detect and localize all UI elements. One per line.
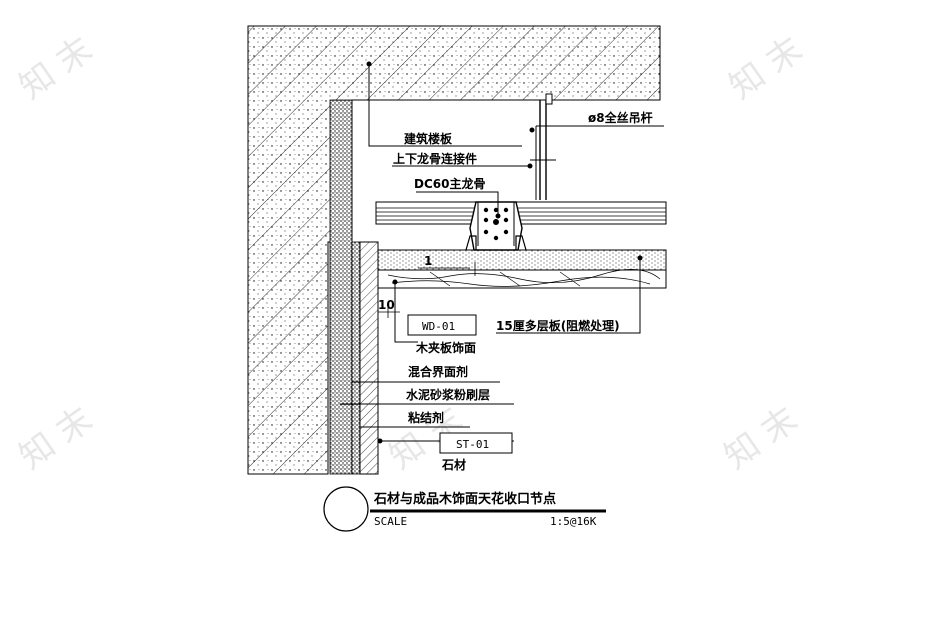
label-connector: 上下龙骨连接件 xyxy=(393,151,477,166)
drawing-title: 石材与成品木饰面天花收口节点 xyxy=(373,491,556,507)
label-interface-agent: 混合界面剂 xyxy=(408,364,468,379)
wood-veneer-layer xyxy=(377,269,667,289)
keel-connector xyxy=(465,201,527,251)
leader-lines xyxy=(340,61,664,444)
label-cement-mortar: 水泥砂浆粉刷层 xyxy=(406,387,490,402)
label-multilayer-board: 15厘多层板(阻燃处理) xyxy=(496,318,620,333)
svg-text:知 末: 知 末 xyxy=(12,399,100,477)
tag-wd-box xyxy=(407,314,477,336)
dimension-10-text: 10 xyxy=(378,298,395,312)
label-main-keel: DC60主龙骨 xyxy=(414,176,485,191)
label-building-slab: 建筑楼板 xyxy=(403,131,453,146)
scale-value: 1:5@16K xyxy=(550,515,597,528)
dimension-1: 1 xyxy=(418,254,476,276)
svg-text:知 末: 知 末 xyxy=(12,29,100,107)
title-block: 石材与成品木饰面天花收口节点 SCALE 1:5@16K xyxy=(323,486,606,532)
label-hanger-rod: ø8全丝吊杆 xyxy=(588,110,653,125)
cement-mortar-layer xyxy=(329,99,353,475)
tag-st-box xyxy=(439,432,513,454)
svg-text:知 末: 知 末 xyxy=(722,29,810,107)
hanger-rod xyxy=(530,93,556,200)
tag-wd: WD-01 xyxy=(422,320,455,333)
multilayer-board xyxy=(377,249,667,271)
label-stone: 石材 xyxy=(441,457,466,472)
main-keel xyxy=(375,201,667,225)
stone-cladding xyxy=(359,241,379,475)
label-wood-veneer: 木夹板饰面 xyxy=(415,340,476,355)
label-adhesive: 粘结剂 xyxy=(408,410,444,425)
svg-text:知 末: 知 末 xyxy=(717,399,805,477)
adhesive-layer xyxy=(351,241,361,475)
scale-label: SCALE xyxy=(374,515,407,528)
detail-number-circle xyxy=(323,486,369,532)
dimension-1-text: 1 xyxy=(424,254,432,268)
dimension-10: 10 xyxy=(378,298,400,318)
tag-st: ST-01 xyxy=(456,438,489,451)
